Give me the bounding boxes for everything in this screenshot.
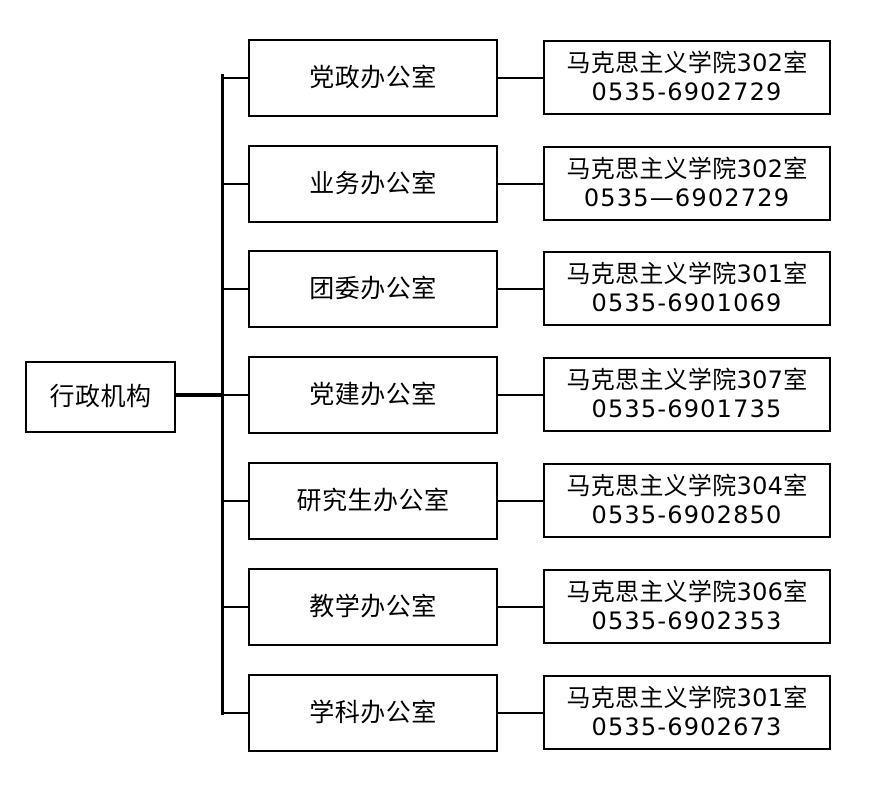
detail-phone-2: 0535—6902729 <box>583 183 791 212</box>
unit-node-label-6: 教学办公室 <box>309 592 437 622</box>
detail-node-1[interactable]: 马克思主义学院302室 0535-6902729 <box>543 40 831 115</box>
unit-node-label-2: 业务办公室 <box>309 169 437 199</box>
branch-stub-line-3 <box>222 288 249 290</box>
detail-location-7: 马克思主义学院301室 <box>566 684 808 713</box>
unit-node-label-3: 团委办公室 <box>309 274 437 304</box>
unit-node-3[interactable]: 团委办公室 <box>248 250 498 328</box>
detail-node-2[interactable]: 马克思主义学院302室 0535—6902729 <box>543 146 831 221</box>
unit-detail-connector-3 <box>497 288 544 290</box>
unit-node-5[interactable]: 研究生办公室 <box>248 462 498 540</box>
detail-node-5[interactable]: 马克思主义学院304室 0535-6902850 <box>543 463 831 538</box>
unit-detail-connector-7 <box>497 712 544 714</box>
detail-phone-6: 0535-6902353 <box>591 606 783 635</box>
unit-detail-connector-5 <box>497 500 544 502</box>
detail-phone-7: 0535-6902673 <box>591 712 783 741</box>
branch-stub-line-4 <box>222 394 249 396</box>
unit-node-label-5: 研究生办公室 <box>296 486 450 516</box>
detail-node-4[interactable]: 马克思主义学院307室 0535-6901735 <box>543 357 831 432</box>
unit-node-6[interactable]: 教学办公室 <box>248 568 498 646</box>
root-node-label: 行政机构 <box>49 382 152 412</box>
detail-phone-4: 0535-6901735 <box>591 394 783 423</box>
branch-stub-line-1 <box>222 77 249 79</box>
detail-location-6: 马克思主义学院306室 <box>566 578 808 607</box>
detail-location-4: 马克思主义学院307室 <box>566 366 808 395</box>
detail-phone-1: 0535-6902729 <box>591 77 783 106</box>
detail-location-5: 马克思主义学院304室 <box>566 472 808 501</box>
unit-node-4[interactable]: 党建办公室 <box>248 356 498 434</box>
unit-detail-connector-2 <box>497 183 544 185</box>
unit-detail-connector-4 <box>497 394 544 396</box>
branch-stub-line-7 <box>222 712 249 714</box>
detail-node-3[interactable]: 马克思主义学院301室 0535-6901069 <box>543 251 831 326</box>
unit-node-label-4: 党建办公室 <box>309 380 437 410</box>
unit-node-7[interactable]: 学科办公室 <box>248 674 498 752</box>
branch-stub-line-6 <box>222 606 249 608</box>
detail-node-7[interactable]: 马克思主义学院301室 0535-6902673 <box>543 675 831 750</box>
unit-node-label-7: 学科办公室 <box>309 698 437 728</box>
detail-location-1: 马克思主义学院302室 <box>566 49 808 78</box>
unit-node-label-1: 党政办公室 <box>309 63 437 93</box>
detail-location-3: 马克思主义学院301室 <box>566 260 808 289</box>
detail-location-2: 马克思主义学院302室 <box>566 155 808 184</box>
branch-stub-line-5 <box>222 500 249 502</box>
root-node-administrative-organs[interactable]: 行政机构 <box>25 361 176 433</box>
detail-phone-5: 0535-6902850 <box>591 500 783 529</box>
detail-node-6[interactable]: 马克思主义学院306室 0535-6902353 <box>543 569 831 644</box>
root-connector-line <box>175 393 224 397</box>
branch-stub-line-2 <box>222 183 249 185</box>
unit-node-1[interactable]: 党政办公室 <box>248 39 498 117</box>
unit-detail-connector-6 <box>497 606 544 608</box>
unit-detail-connector-1 <box>497 77 544 79</box>
unit-node-2[interactable]: 业务办公室 <box>248 145 498 223</box>
detail-phone-3: 0535-6901069 <box>591 288 783 317</box>
